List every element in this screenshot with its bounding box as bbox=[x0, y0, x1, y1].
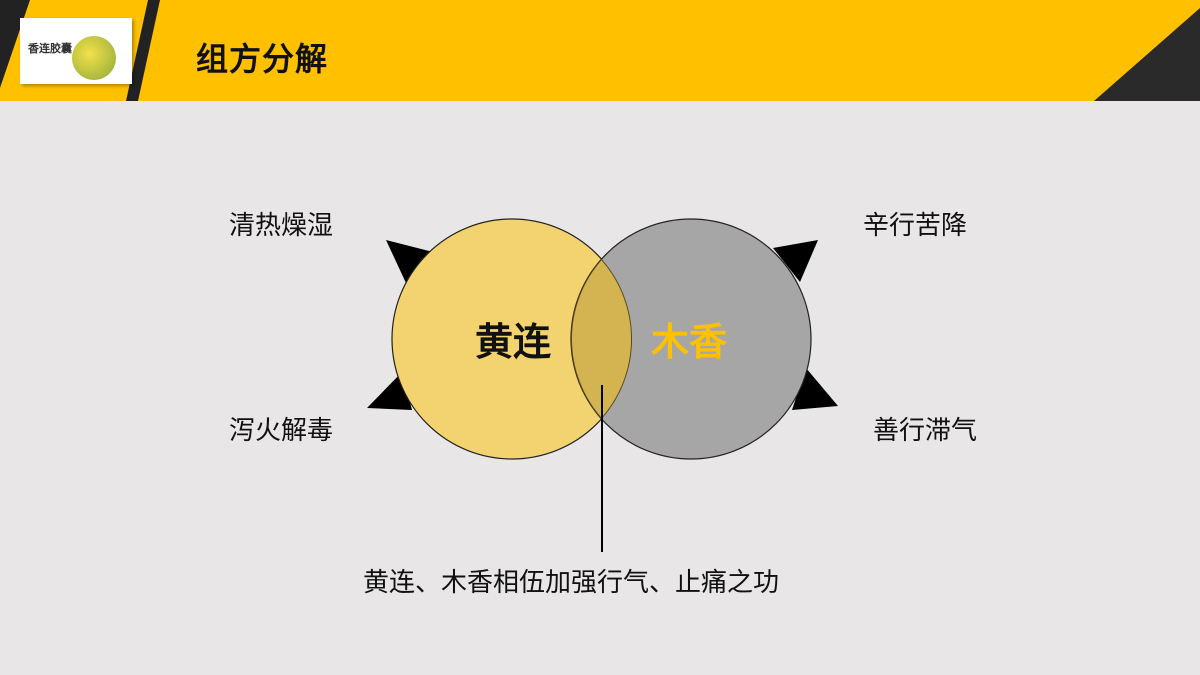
label-top-right: 辛行苦降 bbox=[863, 211, 968, 241]
venn-left-label: 黄连 bbox=[475, 320, 551, 364]
caption: 黄连、木香相伍加强行气、止痛之功 bbox=[363, 568, 780, 598]
arrow-top-left bbox=[386, 240, 433, 283]
product-image: 香连胶囊 bbox=[20, 18, 132, 84]
label-bottom-right: 善行滞气 bbox=[873, 416, 978, 446]
page-title: 组方分解 bbox=[196, 40, 329, 78]
header-stripe bbox=[126, 0, 160, 101]
product-flower-graphic bbox=[72, 36, 116, 80]
product-name: 香连胶囊 bbox=[28, 42, 72, 55]
arrow-top-right bbox=[773, 240, 818, 282]
label-bottom-left: 泻火解毒 bbox=[229, 416, 334, 446]
venn-right-label: 木香 bbox=[651, 320, 727, 364]
header-right-dark-shape bbox=[1094, 8, 1200, 101]
label-top-left: 清热燥湿 bbox=[229, 211, 334, 241]
header-bar bbox=[0, 0, 1200, 101]
